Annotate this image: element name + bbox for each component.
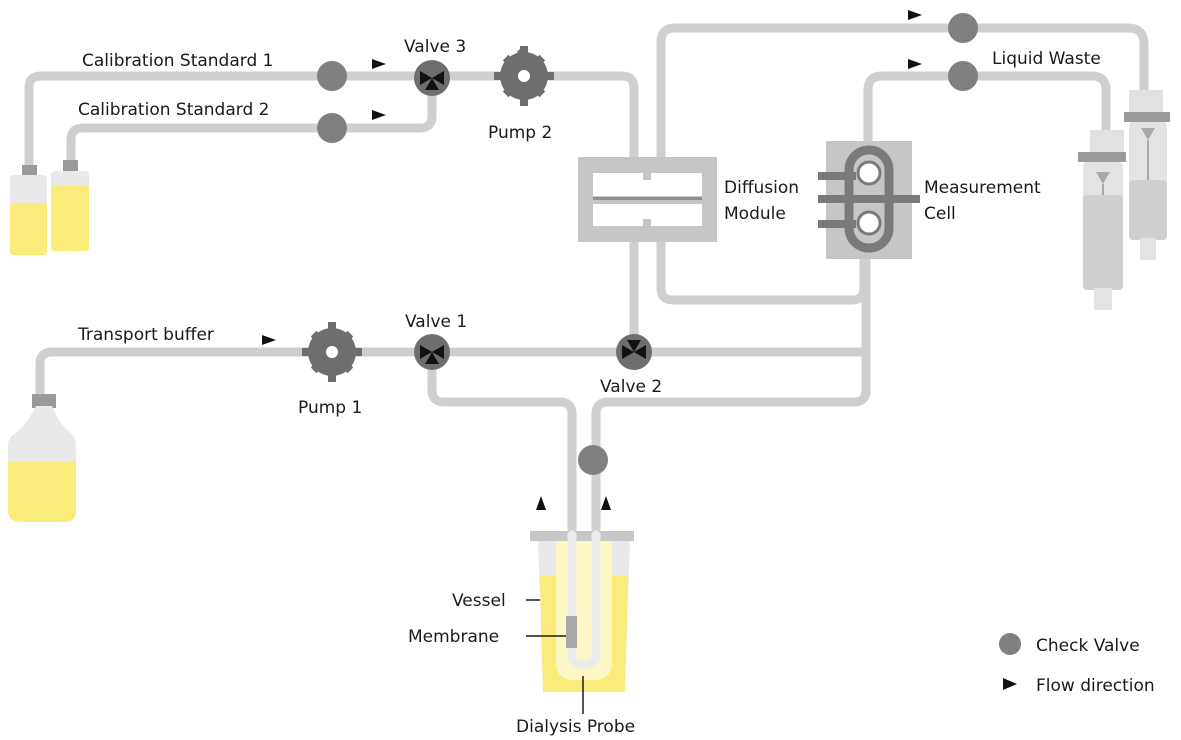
calibration-bottle-2: [51, 160, 89, 251]
check-valve-top: [948, 13, 978, 43]
legend-flow-arrow-icon: [1003, 678, 1017, 690]
waste-container-1: [1078, 130, 1126, 310]
label-calibration-standard-1: Calibration Standard 1: [82, 51, 273, 71]
flow-arrow-top: [908, 10, 922, 20]
check-valve-probe: [578, 445, 608, 475]
label-measurement-cell-line2: Cell: [924, 204, 956, 224]
tube-measurement-waste: [863, 71, 1111, 150]
label-membrane: Membrane: [408, 627, 499, 647]
tube-cal1: [24, 71, 437, 170]
pump-2: [494, 46, 554, 106]
flow-arrow-transport: [262, 335, 276, 345]
label-valve-2: Valve 2: [600, 377, 662, 397]
measurement-cell: [818, 141, 920, 259]
transport-buffer-bottle: [8, 394, 76, 522]
label-dialysis-probe: Dialysis Probe: [516, 717, 635, 737]
tubing: [24, 23, 1149, 540]
label-measurement-cell-line1: Measurement: [924, 178, 1041, 198]
flow-arrow-cal2: [372, 110, 386, 120]
waste-container-2: [1124, 90, 1170, 260]
valve-2: [616, 334, 652, 370]
legend-flow-direction-label: Flow direction: [1036, 676, 1155, 696]
label-transport-buffer: Transport buffer: [77, 325, 214, 345]
tube-measurement-return: [591, 253, 871, 540]
legend-check-valve-label: Check Valve: [1036, 636, 1140, 656]
label-valve-1: Valve 1: [405, 312, 467, 332]
valve-1: [414, 334, 450, 370]
tube-valve1-probe: [427, 347, 577, 540]
pump-1: [302, 322, 362, 382]
dialysis-probe: [556, 530, 612, 680]
tube-cal2: [66, 73, 437, 170]
label-vessel: Vessel: [452, 591, 506, 611]
tube-transport-main: [35, 347, 871, 400]
calibration-bottle-1: [10, 165, 47, 255]
check-valve-waste: [948, 61, 978, 91]
legend-check-valve-icon: [999, 633, 1021, 655]
flow-arrow-probe-right: [601, 496, 611, 510]
check-valve-cal1: [317, 61, 347, 91]
label-pump-2: Pump 2: [488, 123, 552, 143]
check-valve-cal2: [317, 113, 347, 143]
valve-3: [414, 60, 450, 96]
label-diffusion-module-line1: Diffusion: [724, 178, 799, 198]
label-calibration-standard-2: Calibration Standard 2: [78, 100, 269, 120]
flow-arrows: [262, 10, 922, 510]
label-liquid-waste: Liquid Waste: [992, 49, 1101, 69]
legend: Check Valve Flow direction: [999, 633, 1155, 696]
tube-valve3-pump2-diffusion: [427, 71, 639, 165]
tube-diffusion-top-waste: [656, 23, 1149, 165]
diffusion-module: [578, 157, 717, 242]
flow-arrow-cal1: [372, 59, 386, 69]
label-valve-3: Valve 3: [404, 37, 466, 57]
label-pump-1: Pump 1: [298, 398, 362, 418]
leader-lines: [526, 599, 584, 714]
membrane: [566, 616, 577, 648]
check-valves: [317, 13, 978, 475]
label-diffusion-module-line2: Module: [724, 204, 786, 224]
flow-arrow-probe-left: [536, 496, 546, 510]
flow-arrow-waste: [908, 59, 922, 69]
